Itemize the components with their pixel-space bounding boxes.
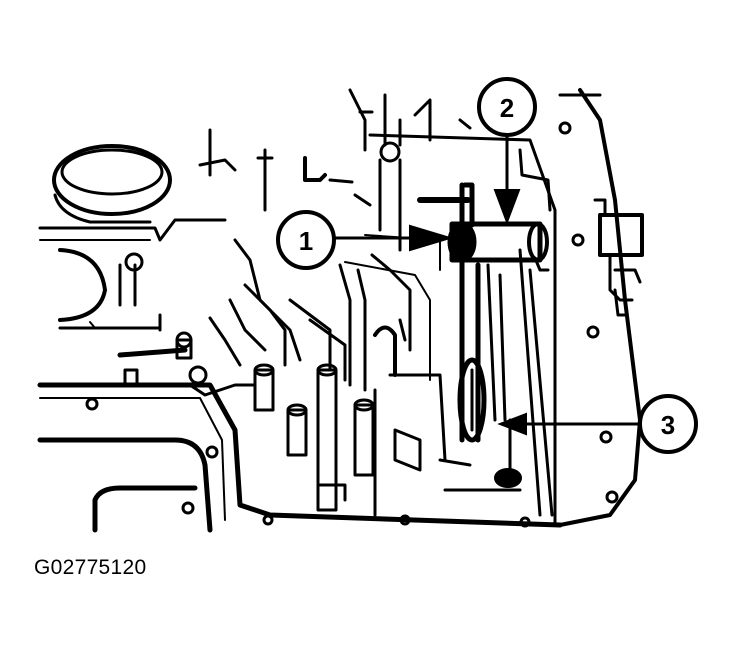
assembly-drawing bbox=[37, 88, 644, 533]
callout-3: 3 bbox=[497, 394, 698, 454]
callout-2: 2 bbox=[477, 77, 537, 225]
callout-1-label: 1 bbox=[299, 226, 313, 256]
callout-1-arrowhead bbox=[409, 224, 454, 252]
callout-1-circle bbox=[276, 210, 336, 270]
figure-caption: G02775120 bbox=[34, 556, 147, 579]
callout-3-label: 3 bbox=[661, 410, 675, 440]
callout-1: 1 bbox=[276, 210, 454, 270]
callout-3-arrowhead bbox=[497, 412, 527, 436]
callout-2-arrowhead bbox=[493, 189, 521, 225]
callout-2-label: 2 bbox=[500, 93, 514, 123]
